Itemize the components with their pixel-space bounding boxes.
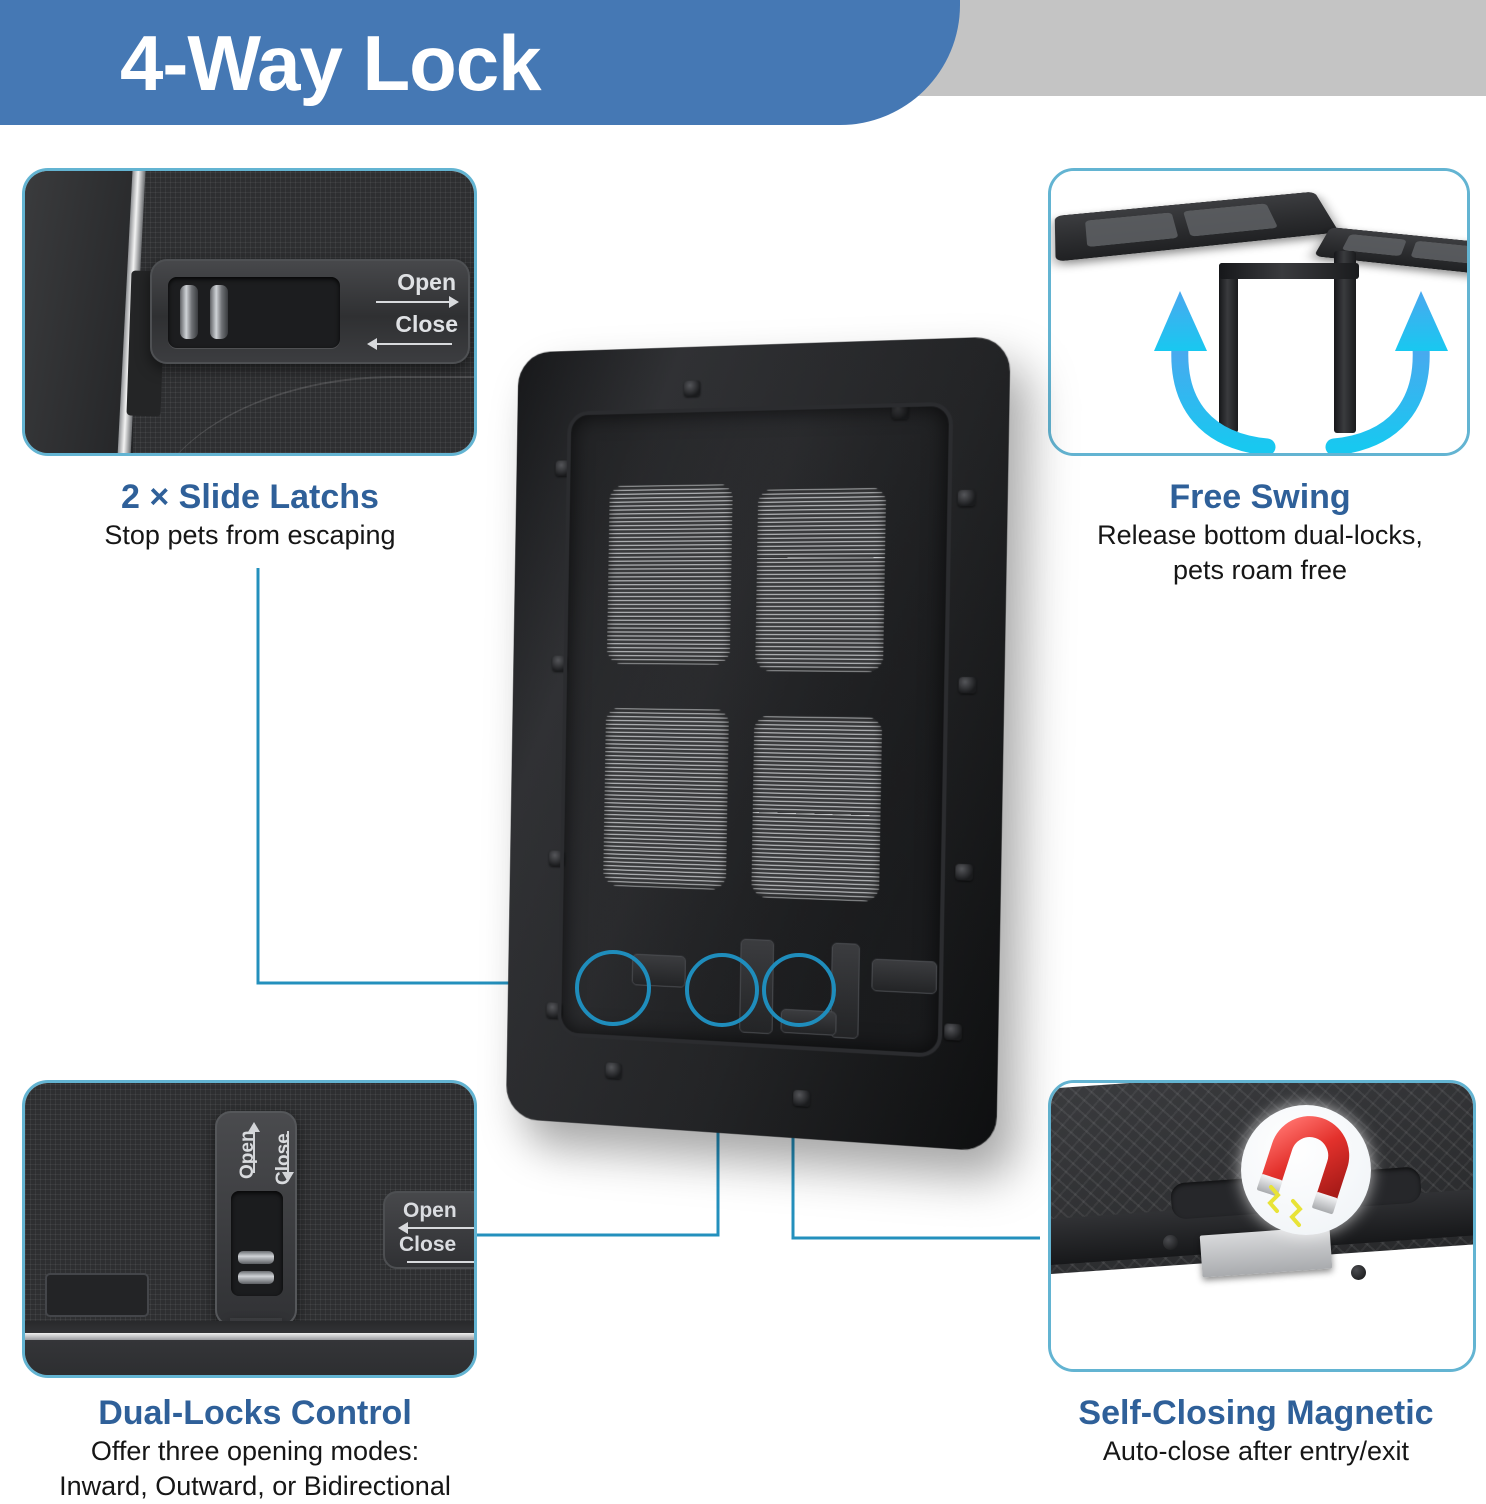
slide-latch-track	[168, 277, 340, 348]
rail-screw	[1351, 1265, 1366, 1280]
callout-ring-slide-latch	[575, 950, 651, 1026]
swing-arrow-right-icon	[1319, 289, 1454, 454]
door-sill-highlight	[25, 1333, 474, 1340]
open-arrow-up-icon	[253, 1131, 255, 1173]
side-slide-latch-body: Open Close	[383, 1191, 477, 1269]
caption-subtitle-line1: Release bottom dual-locks,	[1040, 518, 1480, 553]
caption-subtitle-line1: Offer three opening modes:	[20, 1434, 490, 1469]
caption-self-closing-magnetic: Self-Closing Magnetic Auto-close after e…	[1026, 1392, 1486, 1469]
callout-ring-magnetic	[762, 953, 836, 1027]
frame-screw	[605, 1062, 621, 1079]
frame-screw	[959, 677, 977, 694]
product-image-pet-screen-door	[500, 345, 1000, 1135]
slide-latch-body: Open Close	[150, 259, 470, 364]
frame-screw	[958, 490, 976, 507]
mesh-pane	[755, 487, 886, 672]
door-flap-left	[1055, 192, 1339, 262]
door-side-tab	[45, 1273, 149, 1317]
mesh-pane	[603, 707, 729, 890]
latch-grip-ridge	[210, 285, 228, 339]
caption-subtitle-line2: pets roam free	[1040, 553, 1480, 588]
feature-panel-self-closing-magnetic	[1048, 1080, 1476, 1372]
latch-open-label: Open	[397, 269, 456, 296]
frame-screw	[955, 864, 973, 881]
frame-screw	[944, 1023, 962, 1040]
magnet-icon	[1241, 1105, 1371, 1235]
panel-photo-background	[1051, 1083, 1473, 1369]
close-arrow-down-icon	[287, 1131, 289, 1173]
header-banner: 4-Way Lock	[0, 0, 1486, 132]
frame-screw	[684, 380, 701, 396]
door-edge-plate	[25, 171, 133, 453]
slider-grip-ridge	[238, 1251, 274, 1264]
caption-subtitle: Stop pets from escaping	[40, 518, 460, 553]
close-arrow-left-icon	[376, 343, 452, 345]
door-outer-frame	[506, 336, 1011, 1152]
latch-grip-ridge	[180, 285, 198, 339]
side-latch-open-label: Open	[403, 1199, 457, 1223]
feature-panel-free-swing	[1048, 168, 1470, 456]
caption-subtitle: Auto-close after entry/exit	[1026, 1434, 1486, 1469]
dual-lock-open-label: Open	[237, 1130, 259, 1179]
caption-dual-locks: Dual-Locks Control Offer three opening m…	[20, 1392, 490, 1504]
panel-photo-background: Open Close	[25, 171, 474, 453]
panel-photo-background: Open Close Open Close	[25, 1083, 474, 1375]
side-latch-close-label: Close	[399, 1233, 456, 1257]
caption-subtitle-line2: Inward, Outward, or Bidirectional	[20, 1469, 490, 1504]
caption-title: 2 × Slide Latchs	[40, 476, 460, 518]
mesh-pane	[607, 483, 733, 665]
slider-grip-ridge	[238, 1271, 274, 1284]
door-base-panel	[25, 1340, 474, 1378]
latch-close-label: Close	[395, 311, 458, 338]
frame-screw	[793, 1090, 810, 1107]
open-arrow-left-icon	[407, 1227, 477, 1229]
feature-panel-dual-locks: Open Close Open Close	[22, 1080, 477, 1378]
caption-title: Dual-Locks Control	[20, 1392, 490, 1434]
panel-photo-background	[1051, 171, 1467, 453]
caption-slide-latches: 2 × Slide Latchs Stop pets from escaping	[40, 476, 460, 553]
magnet-icon-badge	[1241, 1105, 1371, 1235]
swing-arrow-left-icon	[1147, 289, 1277, 454]
caption-title: Free Swing	[1040, 476, 1480, 518]
close-arrow-right-icon	[407, 1261, 477, 1263]
feature-panel-slide-latches: Open Close	[22, 168, 477, 456]
page-title: 4-Way Lock	[120, 8, 820, 118]
caption-free-swing: Free Swing Release bottom dual-locks, pe…	[1040, 476, 1480, 588]
flap-mesh-pane	[1183, 203, 1278, 236]
flap-mesh-pane	[1410, 241, 1470, 264]
rail-screw	[1163, 1235, 1178, 1250]
frame-header-bar	[1219, 263, 1359, 279]
flap-mesh-pane	[1085, 212, 1178, 247]
open-arrow-right-icon	[376, 301, 450, 303]
callout-ring-dual-lock	[685, 953, 759, 1027]
right-slide-latch	[871, 959, 937, 995]
dual-lock-track	[231, 1191, 283, 1296]
caption-title: Self-Closing Magnetic	[1026, 1392, 1486, 1434]
dual-lock-slider-body: Open Close	[215, 1111, 297, 1326]
mesh-pane	[751, 715, 882, 902]
